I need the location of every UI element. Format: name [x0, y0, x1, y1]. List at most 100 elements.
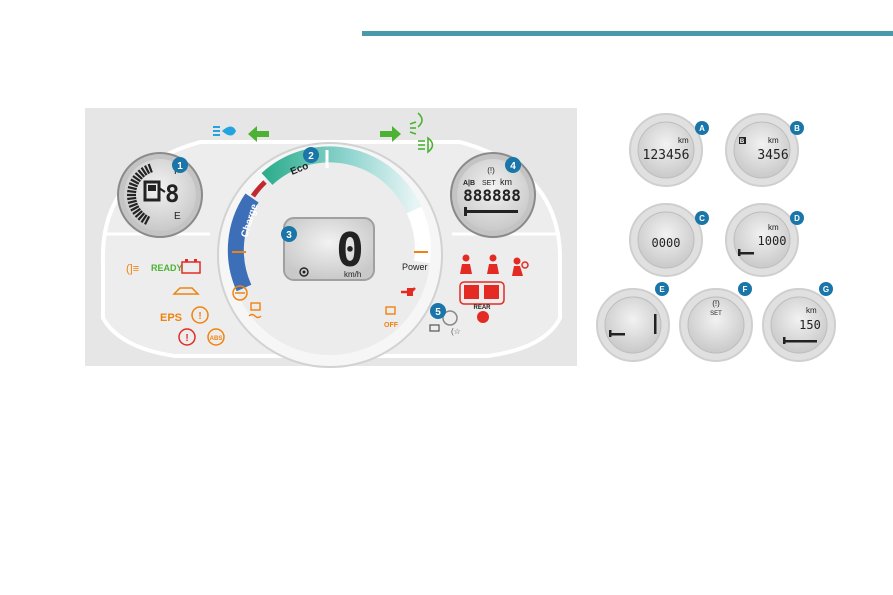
battery-charge-dial: 8 F E: [117, 152, 203, 238]
fuel-tick: [134, 210, 143, 218]
display-g: km 150 G: [762, 282, 836, 362]
tyre-reset-icon: (!): [712, 299, 720, 308]
driver-seatbelt-icon: [487, 254, 499, 274]
display-d-wrench-icon: [740, 252, 754, 255]
fuel-tick: [127, 196, 137, 201]
eps-label: EPS: [160, 312, 182, 324]
svg-text:8: 8: [165, 180, 179, 208]
svg-text:4: 4: [510, 161, 516, 172]
speed-display: [283, 217, 375, 281]
open-door-icon: [172, 287, 200, 295]
cruise-icon: [299, 267, 309, 277]
fuel-tick: [137, 212, 146, 221]
headlight-icon: [213, 126, 236, 136]
front-fog-lamp-icon: [409, 112, 423, 135]
speed-unit: km/h: [344, 270, 361, 279]
ready-label: READY: [151, 263, 183, 273]
badge-c: C: [699, 214, 705, 223]
display-d-value: 1000: [758, 234, 787, 248]
svg-text:5: 5: [435, 307, 441, 318]
fuel-tick: [140, 214, 148, 223]
svg-text:km: km: [768, 136, 779, 145]
callout-1: 1: [172, 157, 188, 173]
km-label: km: [500, 177, 512, 187]
red-warning-dot: [477, 311, 489, 323]
badge-e: E: [659, 285, 665, 294]
svg-text:B: B: [740, 139, 745, 145]
right-warning-lamps: REAR OFF (☆: [384, 254, 529, 336]
badge-a: A: [699, 124, 705, 133]
fuel-tick: [128, 182, 138, 188]
display-a-value: 123456: [643, 148, 690, 163]
set-label: SET: [482, 180, 496, 187]
callout-4: 4: [505, 157, 521, 173]
trip-button-icon: [429, 324, 440, 332]
display-d: km 1000 D: [725, 203, 804, 277]
svg-text:OFF: OFF: [384, 322, 399, 329]
ab-label: A|B: [463, 180, 475, 187]
display-f: (!) SET F: [679, 282, 753, 362]
svg-text:2: 2: [308, 151, 314, 162]
charge-zone: [227, 193, 259, 292]
fuel-tick: [134, 172, 143, 180]
fuel-tick: [132, 207, 141, 215]
fuel-tick: [128, 202, 138, 208]
tyre-pressure-icon: !: [191, 306, 209, 324]
fuel-tick: [127, 185, 137, 191]
esp-off-icon: OFF: [384, 306, 399, 329]
display-e: E: [596, 282, 670, 362]
eco-zone: [261, 146, 422, 214]
badge-b: B: [794, 124, 800, 133]
fuel-tick: [127, 189, 137, 194]
display-g-value: 150: [799, 318, 821, 332]
fuel-tick: [147, 163, 153, 173]
badge-f: F: [743, 285, 748, 294]
fuel-tick: [144, 165, 151, 175]
svg-text:!: !: [185, 333, 188, 344]
rear-seatbelt-panel: REAR: [459, 281, 505, 311]
dipped-beam-icon: (]≡: [126, 263, 139, 275]
regen-boundary-marker: [250, 180, 267, 198]
esp-icon: [248, 302, 262, 319]
left-warning-lamps: (]≡ READY EPS ! ! ABS: [126, 259, 262, 346]
display-b: B km 3456 B: [725, 113, 804, 187]
svg-text:km: km: [768, 223, 779, 232]
display-c: 0000 C: [629, 203, 709, 277]
svg-text:(!): (!): [487, 166, 495, 175]
display-a: km 123456 A: [629, 113, 709, 187]
fuel-empty-label: E: [174, 211, 181, 222]
odometer-digits: 888888: [463, 186, 521, 205]
fuel-tick: [127, 199, 137, 205]
brightness-icon: (☆: [451, 327, 461, 336]
fuel-tick: [137, 169, 146, 178]
reset-knob-icon: [442, 310, 458, 326]
power-label: Power: [402, 262, 428, 272]
rear-label: REAR: [473, 305, 491, 311]
callout-3: 3: [281, 226, 297, 242]
svg-text:km: km: [806, 306, 817, 315]
airbag-icon: [512, 257, 529, 276]
fuel-tick: [144, 215, 151, 225]
svg-text:ABS: ABS: [210, 336, 223, 342]
passenger-seatbelt-icon: [460, 254, 472, 274]
display-g-wrench-icon: [785, 340, 817, 343]
rear-fog-lamp-icon: [418, 136, 434, 154]
callout-5: 5: [430, 303, 446, 319]
fuel-tick: [130, 205, 140, 212]
callout-2: 2: [303, 147, 319, 163]
battery-warning-icon: [181, 259, 201, 274]
badge-d: D: [794, 214, 800, 223]
fuel-tick: [130, 178, 140, 185]
fuel-tick: [140, 167, 148, 176]
left-turn-arrow-icon: [248, 126, 269, 142]
engine-fault-icon: [232, 285, 248, 301]
main-power-gauge: Eco Charge Power 0 km/h: [217, 142, 443, 368]
charging-plug-icon: [401, 287, 416, 296]
brake-warning-icon: !: [178, 328, 196, 346]
header-bar: [362, 31, 893, 36]
fuel-tick: [132, 175, 141, 183]
badge-g: G: [823, 285, 829, 294]
service-wrench-icon: [464, 207, 518, 216]
display-c-value: 0000: [652, 236, 681, 250]
